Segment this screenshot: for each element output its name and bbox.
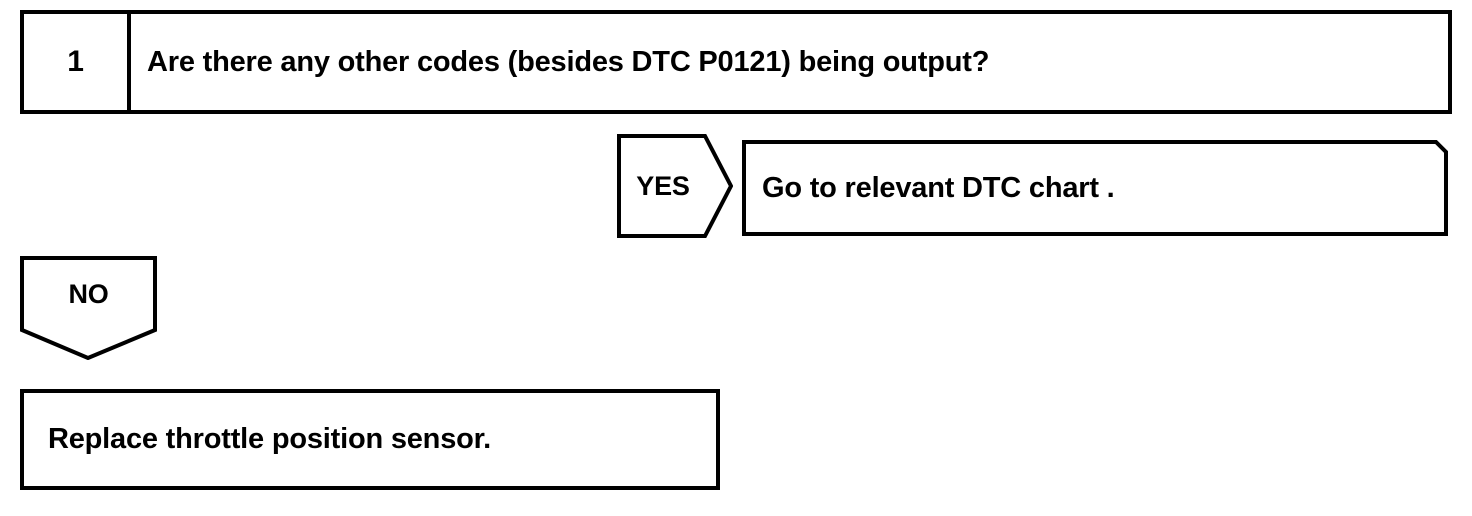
action-box-no-label: Replace throttle position sensor.	[48, 423, 491, 455]
result-box-outline	[742, 140, 1448, 236]
branch-no-label: NO	[68, 278, 109, 309]
branch-no-label-wrap: NO	[20, 256, 157, 332]
step-question-label: Are there any other codes (besides DTC P…	[147, 45, 990, 78]
result-box-yes-label: Go to relevant DTC chart .	[762, 171, 1115, 204]
result-box-yes: Go to relevant DTC chart .	[742, 140, 1448, 236]
branch-no-arrow: NO	[20, 256, 157, 360]
step-1-row: 1 Are there any other codes (besides DTC…	[20, 10, 1452, 114]
step-question-cell: Are there any other codes (besides DTC P…	[131, 14, 1448, 110]
result-box-yes-label-wrap: Go to relevant DTC chart .	[742, 140, 1448, 236]
chevron-down-icon	[20, 256, 157, 360]
branch-yes-arrow: YES	[617, 134, 733, 238]
step-number-label: 1	[67, 45, 84, 78]
action-box-no: Replace throttle position sensor.	[20, 389, 720, 490]
chevron-right-icon	[617, 134, 733, 238]
step-number-cell: 1	[24, 14, 131, 110]
branch-yes-label: YES	[636, 170, 690, 201]
branch-yes-label-wrap: YES	[617, 134, 709, 238]
